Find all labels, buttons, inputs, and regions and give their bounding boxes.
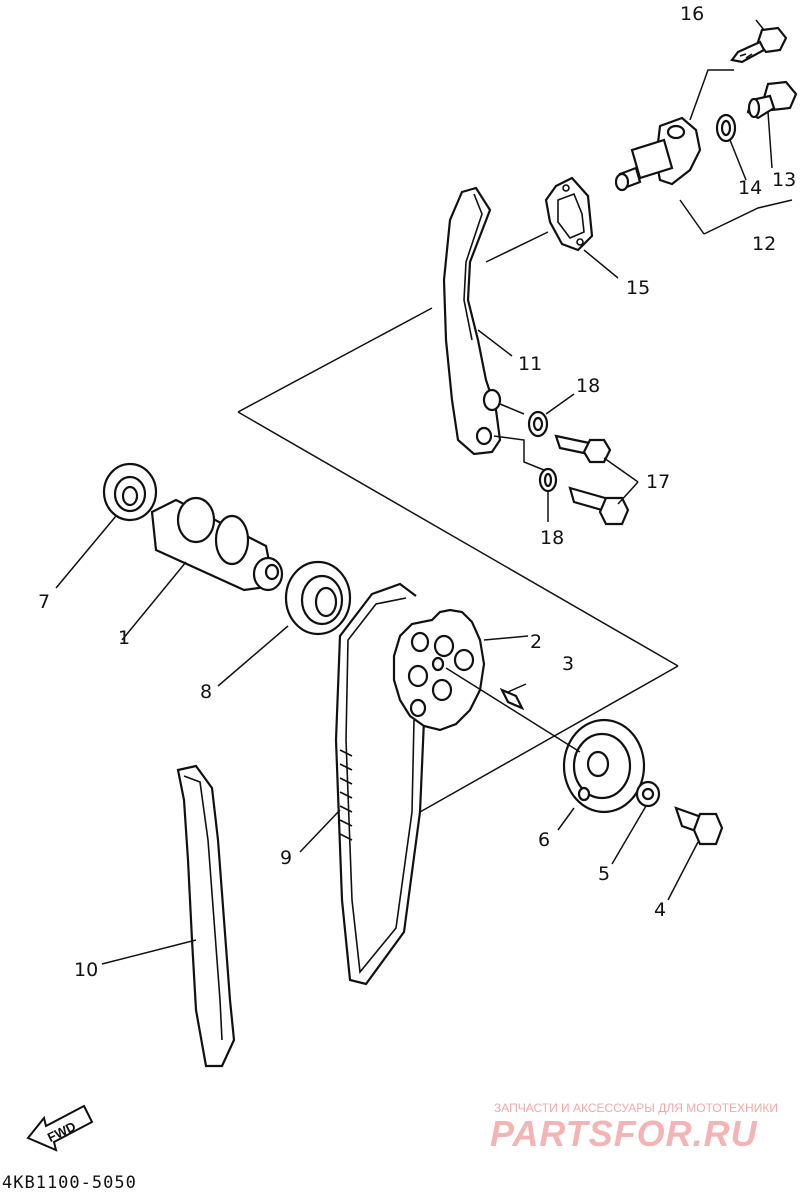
part-14-washer[interactable] (715, 113, 737, 143)
callout-10: 10 (74, 959, 98, 981)
part-10-chain-guide[interactable] (176, 764, 236, 1068)
part-17-bolt-upper[interactable] (554, 434, 612, 464)
callout-12: 12 (752, 233, 776, 255)
callout-11: 11 (518, 353, 542, 375)
callout-9: 9 (280, 847, 292, 869)
part-3-dowel-pin[interactable] (499, 687, 525, 711)
assembly-outline (237, 307, 679, 813)
part-12-tensioner[interactable] (614, 116, 702, 192)
part-11-chain-guide[interactable] (442, 186, 502, 456)
part-7-bearing[interactable] (102, 462, 158, 522)
part-1-camshaft[interactable] (150, 496, 284, 592)
callout-2: 2 (530, 631, 542, 653)
part-17-bolt-lower[interactable] (568, 486, 630, 526)
callout-3: 3 (562, 653, 574, 675)
callout-4: 4 (654, 899, 666, 921)
callout-14: 14 (738, 177, 762, 199)
callout-17: 17 (646, 471, 670, 493)
callout-7: 7 (38, 591, 50, 613)
part-4-bolt[interactable] (674, 806, 724, 846)
fwd-label: FWD (45, 1119, 78, 1145)
callout-13: 13 (772, 169, 796, 191)
callout-5: 5 (598, 863, 610, 885)
part-13-bolt[interactable] (746, 80, 798, 120)
part-6-plate[interactable] (562, 718, 646, 814)
callout-labels: 16 13 14 12 15 11 18 17 18 7 1 8 2 3 9 6… (38, 3, 796, 981)
callout-18-lower: 18 (540, 527, 564, 549)
callout-18-upper: 18 (576, 375, 600, 397)
callout-1: 1 (118, 627, 130, 649)
fwd-direction-arrow: FWD (26, 1104, 94, 1152)
callout-6: 6 (538, 829, 550, 851)
part-8-bearing[interactable] (284, 560, 352, 636)
part-18-washer-lower[interactable] (538, 467, 558, 493)
callout-8: 8 (200, 681, 212, 703)
part-16-bolt[interactable] (730, 26, 788, 64)
leader-lines (55, 19, 793, 965)
callout-15: 15 (626, 277, 650, 299)
watermark-tagline: ЗАПЧАСТИ И АКСЕССУАРЫ ДЛЯ МОТОТЕХНИКИ (494, 1101, 778, 1115)
diagram-code: 4KB1100-5050 (2, 1173, 137, 1193)
part-5-washer[interactable] (635, 780, 661, 808)
part-2-cam-sprocket[interactable] (392, 608, 486, 732)
part-18-washer-upper[interactable] (527, 410, 549, 438)
part-15-gasket[interactable] (544, 176, 594, 252)
watermark: ЗАПЧАСТИ И АКСЕССУАРЫ ДЛЯ МОТОТЕХНИКИ PA… (490, 1101, 778, 1154)
watermark-brand: PARTSFOR.RU (490, 1113, 758, 1154)
callout-16: 16 (680, 3, 704, 25)
